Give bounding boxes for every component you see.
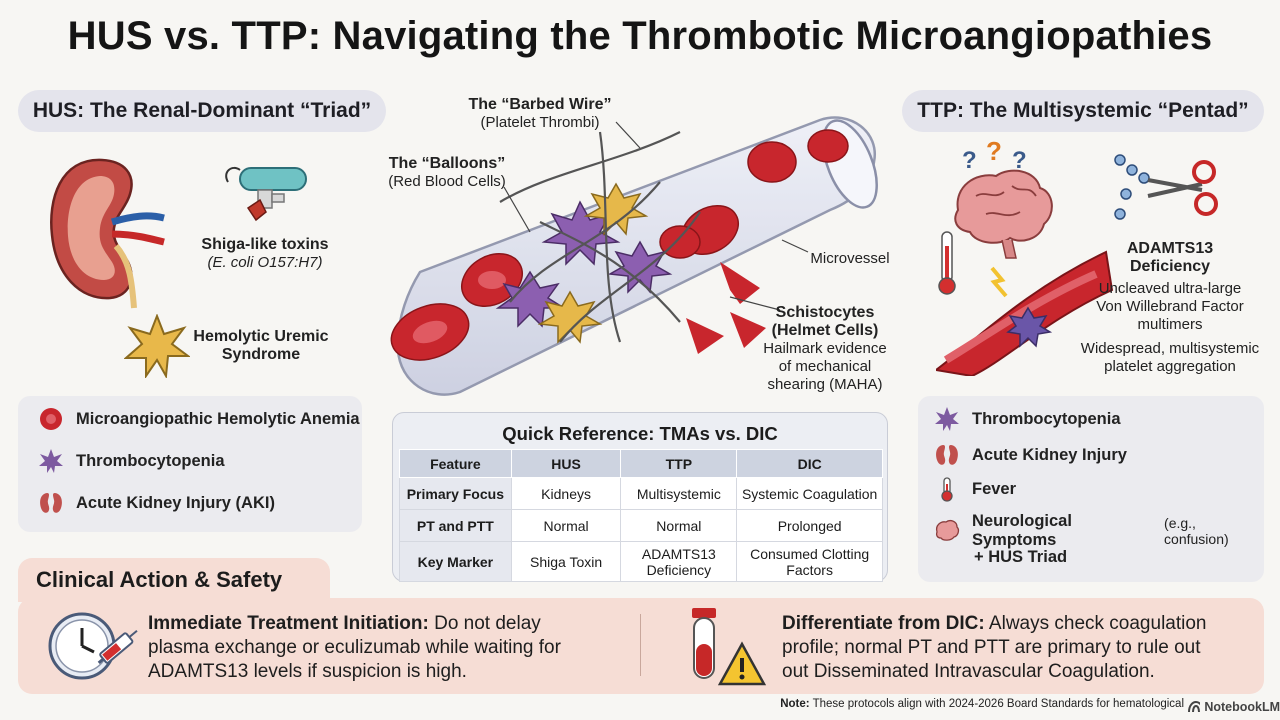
table-header-row: Feature HUS TTP DIC xyxy=(399,449,883,478)
column-header: DIC xyxy=(736,449,883,478)
svg-text:?: ? xyxy=(962,147,977,174)
table-row: Key Marker Shiga Toxin ADAMTS13 Deficien… xyxy=(399,541,883,582)
table-row: Primary Focus Kidneys Multisystemic Syst… xyxy=(399,477,883,510)
list-item: Acute Kidney Injury (AKI) xyxy=(38,490,275,516)
microvessel-label: Microvessel xyxy=(810,250,890,267)
toxin-label: Shiga-like toxins xyxy=(201,236,329,253)
scissors-icon xyxy=(1114,154,1218,220)
clinical-action-panel xyxy=(18,598,1264,694)
list-item: Fever xyxy=(934,476,1016,502)
barbed-wire-caption: The “Barbed Wire” (Platelet Thrombi) xyxy=(468,96,612,131)
immediate-treatment-text: Immediate Treatment Initiation: Do not d… xyxy=(148,613,561,682)
toxin-caption: Shiga-like toxins (E. coli O157:H7) xyxy=(190,236,340,272)
adamts13-caption: ADAMTS13 Deficiency xyxy=(1126,240,1214,275)
kidney-illustration xyxy=(50,158,165,309)
neuro-note: (e.g., confusion) xyxy=(1164,515,1229,547)
reference-table: Feature HUS TTP DIC Primary Focus Kidney… xyxy=(399,449,883,582)
brain-icon xyxy=(935,520,960,541)
brand-logo: NotebookLM xyxy=(1188,697,1280,717)
column-header: HUS xyxy=(510,449,622,478)
divider xyxy=(640,614,641,676)
ttp-pentad-list: Thrombocytopenia Acute Kidney Injury Fev… xyxy=(918,396,1264,582)
table-cell: Kidneys xyxy=(510,477,622,510)
aggregation-caption: Widespread, multisystemic platelet aggre… xyxy=(1080,340,1260,375)
table-cell: Shiga Toxin xyxy=(510,541,622,582)
svg-text:?: ? xyxy=(986,140,1002,166)
vwf-caption: Uncleaved ultra-large Von Willebrand Fac… xyxy=(1096,280,1244,333)
action-title: Clinical Action & Safety xyxy=(36,567,283,592)
hus-triad-list: Microangiopathic Hemolytic Anemia Thromb… xyxy=(18,396,362,532)
table-cell: Multisystemic xyxy=(620,477,738,510)
toxin-source: (E. coli O157:H7) xyxy=(207,254,323,271)
differentiate-dic-text: Differentiate from DIC: Always check coa… xyxy=(782,613,1207,682)
toxin-icon xyxy=(225,166,307,222)
quick-reference-card: Quick Reference: TMAs vs. DIC Feature HU… xyxy=(392,412,888,582)
kidney-icon xyxy=(936,445,958,465)
page-title: HUS vs. TTP: Navigating the Thrombotic M… xyxy=(67,14,1213,58)
list-item: Neurological Symptoms(e.g., confusion) xyxy=(934,512,1264,550)
table-cell: Prolonged xyxy=(736,509,883,542)
action-tab xyxy=(18,558,330,602)
platelet-icon xyxy=(124,314,190,378)
table-cell: Normal xyxy=(620,509,738,542)
list-item: + HUS Triad xyxy=(974,548,1068,566)
table-cell: Consumed Clotting Factors xyxy=(736,541,883,582)
test-tube-warning-icon xyxy=(692,608,767,686)
list-item: Acute Kidney Injury xyxy=(934,442,1127,468)
row-header: Primary Focus xyxy=(399,477,512,510)
red-blood-cell-icon xyxy=(40,408,62,430)
notebooklm-logo-icon xyxy=(1188,701,1201,713)
reference-title: Quick Reference: TMAs vs. DIC xyxy=(502,423,778,444)
table-cell: ADAMTS13 Deficiency xyxy=(620,541,738,582)
svg-text:?: ? xyxy=(1012,147,1027,174)
hus-syndrome: Hemolytic Uremic Syndrome xyxy=(193,328,329,363)
platelet-icon xyxy=(935,407,959,431)
column-header: TTP xyxy=(620,449,738,478)
ttp-heading: TTP: The Multisystemic “Pentad” xyxy=(902,90,1264,132)
thermometer-icon xyxy=(941,477,953,502)
row-header: PT and PTT xyxy=(399,509,512,542)
column-header: Feature xyxy=(399,449,512,478)
balloons-caption: The “Balloons” (Red Blood Cells) xyxy=(388,155,506,190)
hus-heading: HUS: The Renal-Dominant “Triad” xyxy=(18,90,386,132)
clock-syringe-icon xyxy=(48,612,138,680)
footnote: Note: These protocols align with 2024-20… xyxy=(780,698,1184,710)
list-item: Thrombocytopenia xyxy=(38,448,225,474)
kidney-icon xyxy=(40,493,62,513)
list-item: Thrombocytopenia xyxy=(934,406,1121,432)
row-header: Key Marker xyxy=(399,541,512,582)
table-cell: Systemic Coagulation xyxy=(736,477,883,510)
platelet-icon xyxy=(39,449,63,473)
brain-vessel-illustration: ? ? ? xyxy=(936,140,1114,376)
list-item: Microangiopathic Hemolytic Anemia xyxy=(38,406,360,432)
microvessel-illustration xyxy=(390,116,878,396)
schistocytes-caption: Schistocytes (Helmet Cells) Hailmark evi… xyxy=(763,304,887,393)
table-row: PT and PTT Normal Normal Prolonged xyxy=(399,509,883,542)
table-cell: Normal xyxy=(510,509,622,542)
